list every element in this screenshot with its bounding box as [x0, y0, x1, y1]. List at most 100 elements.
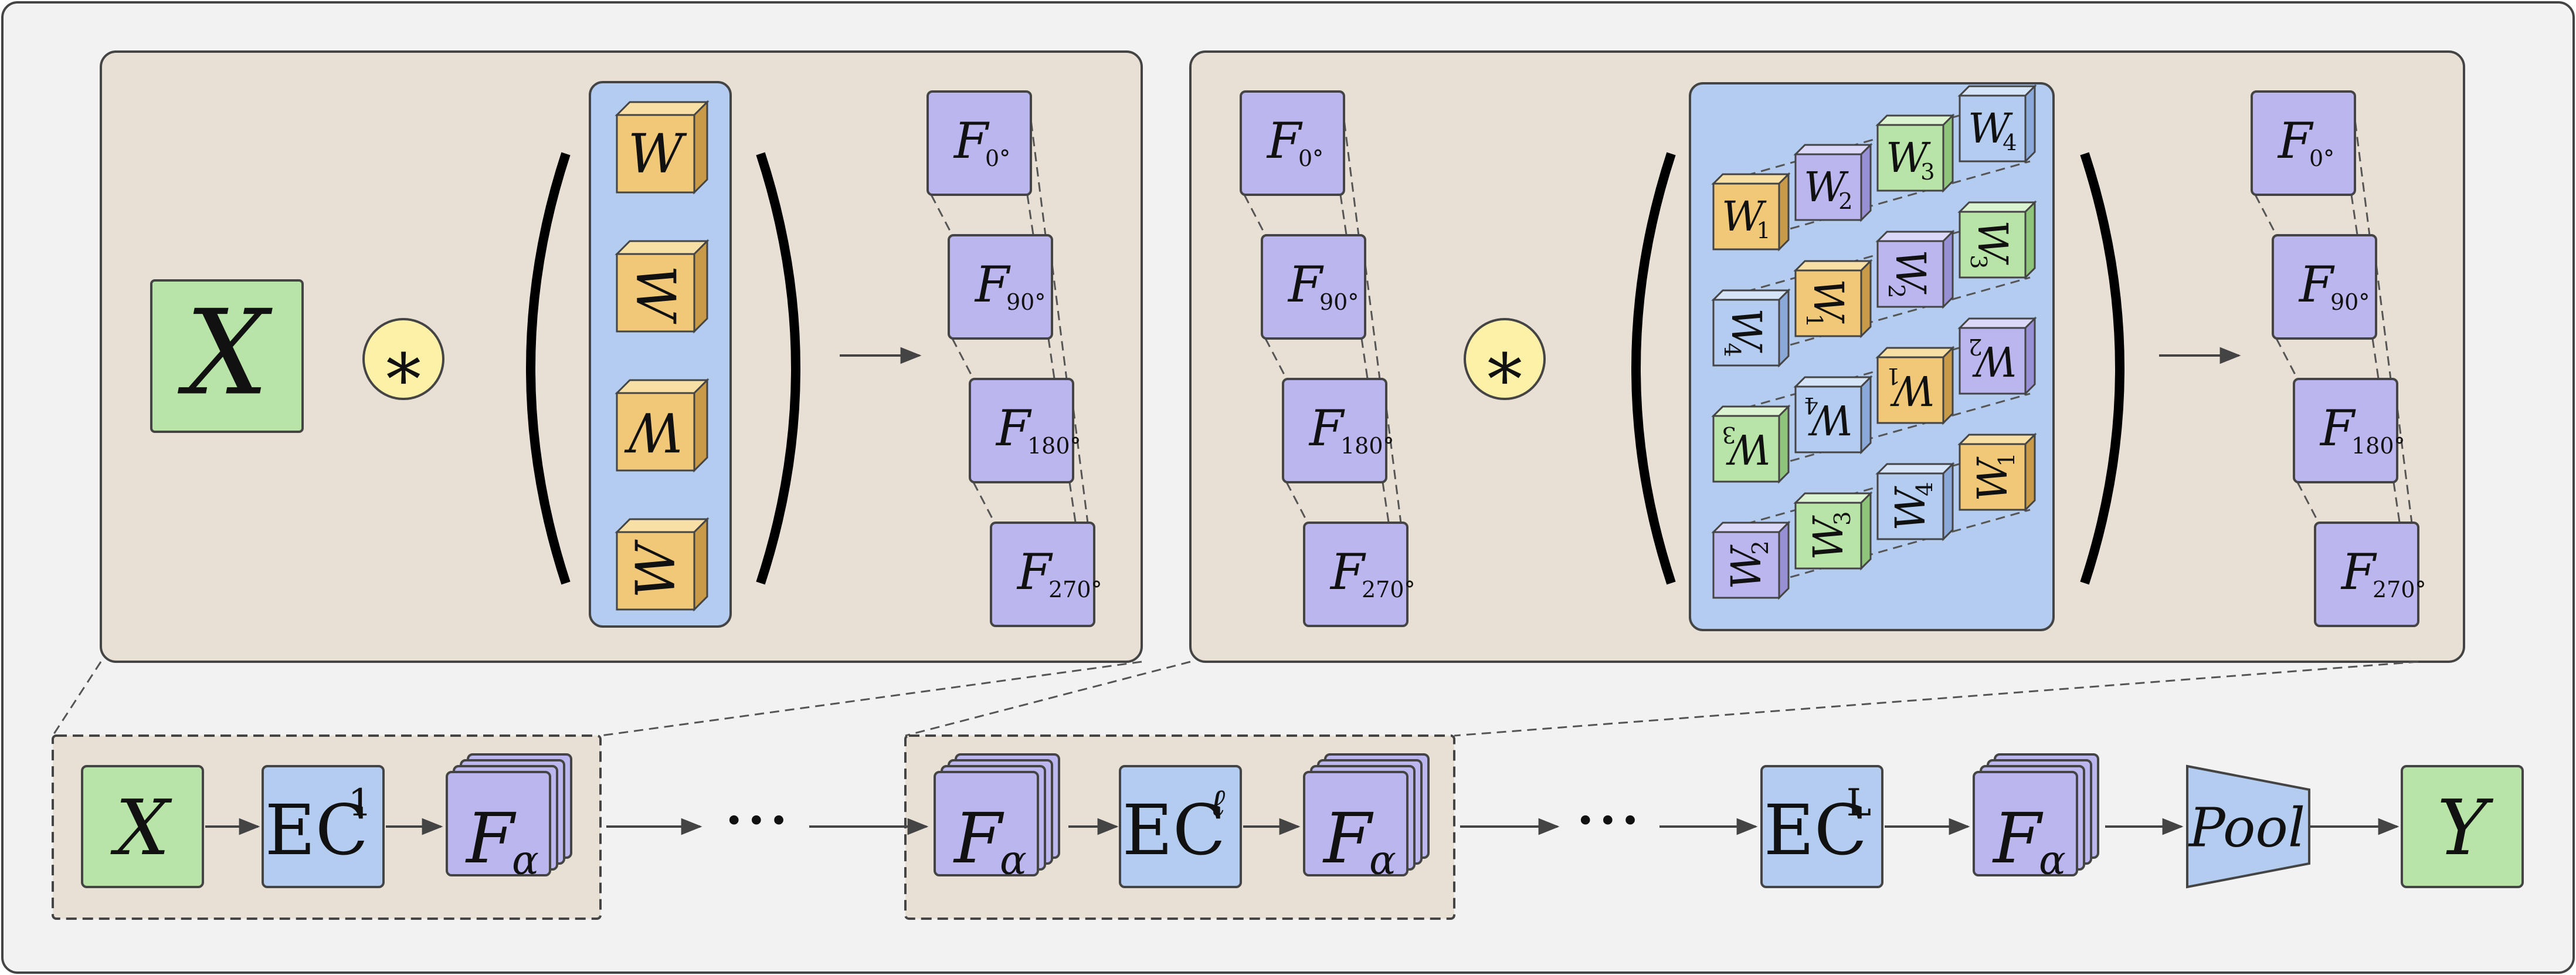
pool-trapezoid: [2186, 764, 2310, 889]
weight-grid-glyph-0-0: W1: [1722, 192, 1771, 244]
weight-grid-cube-3-0: [1711, 520, 1791, 600]
ellipsis-1: ···: [723, 780, 790, 862]
svg-text:1: 1: [1801, 313, 1827, 328]
pipeline-input-label: X: [110, 783, 172, 872]
left-paren-right: [1631, 152, 1676, 585]
lift-output-connector: [972, 482, 996, 523]
zoom-right-a: [905, 661, 1191, 737]
group-input-connector: [1264, 338, 1288, 380]
weight-grid-cube-1-3: [1957, 200, 2037, 280]
rotation-subscript: 0°: [2309, 145, 2334, 171]
pipeline-output-label: Y: [2437, 783, 2494, 872]
ec-last-box: [1760, 765, 1883, 888]
feature-stack-1-subscript: α: [512, 838, 539, 884]
feature-glyph: F: [2319, 400, 2356, 457]
group-output-connector: [2254, 194, 2278, 236]
lift-output-label-1: F90°: [974, 256, 1046, 315]
svg-text:2: 2: [1747, 540, 1774, 555]
lift-output-feature-1: [948, 234, 1053, 340]
group-output-connector: [2350, 194, 2374, 339]
svg-text:2: 2: [1838, 188, 1853, 215]
conv-star-left: ∗: [362, 318, 444, 407]
lift-output-feature-2: [969, 378, 1074, 483]
group-output-label-0: F0°: [2277, 112, 2334, 171]
weight-glyph-0: W: [628, 123, 687, 185]
group-input-feature-0: [1240, 90, 1345, 196]
weight-glyph-3: W: [625, 539, 687, 598]
weight-grid-cube-0-0: [1711, 172, 1791, 252]
feature-glyph: F: [2298, 256, 2335, 313]
svg-text:W: W: [1804, 515, 1852, 560]
feature-glyph: F: [2340, 543, 2377, 601]
lift-output-feature-0: [926, 90, 1032, 196]
ellipsis-2: ···: [1574, 780, 1641, 862]
feature-glyph: F: [1016, 543, 1053, 601]
ec-mid-label: EC: [1122, 790, 1226, 871]
pool-label: Pool: [2188, 797, 2305, 859]
feature-glyph: F: [974, 256, 1011, 313]
weight-grid-glyph-1-0: W4: [1719, 308, 1770, 357]
weight-grid-glyph-2-0: W3: [1722, 421, 1771, 473]
weight-grid-glyph-3-3: W1: [1969, 452, 2020, 502]
convolution-operator: ∗: [379, 326, 427, 407]
weight-glyph-2: W: [624, 401, 683, 463]
weight-stack-panel: [589, 81, 732, 628]
weight-grid-glyph-0-2: W3: [1886, 134, 1935, 185]
group-output-feature-3: [2314, 522, 2419, 627]
svg-text:W: W: [624, 401, 683, 463]
feature-glyph: F: [1308, 400, 1345, 457]
feature-stack-2-subscript: α: [1000, 838, 1027, 884]
weight-grid-glyph-2-2: W1: [1886, 363, 1935, 414]
conv-star-right: ∗: [1464, 318, 1546, 407]
group-input-connector: [1382, 378, 1405, 547]
weight-grid-cube-1-2: [1875, 229, 1955, 309]
svg-text:W: W: [1969, 220, 2017, 265]
pipeline-output-box: [2401, 765, 2524, 888]
ec-first-label: EC: [265, 790, 368, 871]
rotation-subscript: 270°: [1048, 577, 1102, 602]
grid-guide: [1716, 211, 2031, 301]
svg-text:2: 2: [1883, 284, 1909, 299]
svg-text:W: W: [1890, 366, 1935, 414]
input-x-box: [150, 279, 304, 433]
group-input-connector: [1285, 482, 1309, 523]
svg-text:1: 1: [1994, 452, 2020, 467]
right-paren-left: [756, 152, 800, 585]
group-input-connector: [1339, 194, 1363, 339]
weight-grid-cube-0-1: [1793, 143, 1873, 222]
weight-grid-glyph-3-1: W3: [1804, 511, 1856, 560]
weight-grid-cube-2-1: [1793, 375, 1873, 455]
weight-grid-cube-3-2: [1875, 462, 1955, 541]
svg-text:W: W: [1968, 104, 2013, 153]
weight-grid-glyph-0-1: W2: [1804, 163, 1853, 215]
feature-glyph: F: [995, 400, 1032, 457]
feature-stack-4-layer-0: [1973, 771, 2078, 876]
right-paren-right: [2080, 152, 2124, 585]
group-input-connector: [1360, 338, 1384, 483]
weight-glyph-1: W: [625, 265, 687, 324]
svg-text:W: W: [1886, 134, 1931, 182]
weight-grid-glyph-3-2: W4: [1886, 482, 1938, 531]
ec-first-box: [262, 765, 385, 888]
rotation-subscript: 90°: [1006, 289, 1046, 315]
rotation-subscript: 270°: [1362, 577, 1416, 602]
svg-text:W: W: [1972, 337, 2017, 385]
group-output-feature-2: [2293, 378, 2398, 483]
weight-cube-3: [615, 517, 710, 612]
svg-text:W: W: [1726, 425, 1771, 473]
rotation-subscript: 270°: [2373, 577, 2426, 602]
lift-output-connector: [1047, 338, 1071, 483]
svg-text:W: W: [1722, 544, 1770, 590]
weight-grid-cube-2-2: [1875, 346, 1955, 425]
svg-text:4: 4: [1719, 343, 1745, 357]
svg-text:3: 3: [1965, 255, 1991, 269]
svg-text:W: W: [1808, 395, 1853, 444]
feature-glyph: F: [2277, 112, 2314, 170]
group-output-connector: [2371, 235, 2395, 403]
